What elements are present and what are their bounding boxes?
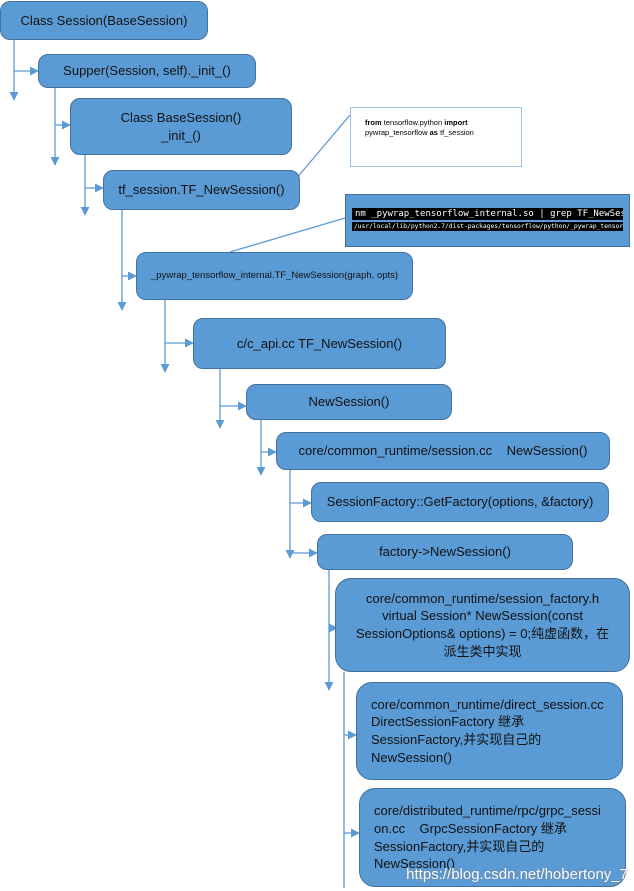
node-tf-session: tf_session.TF_NewSession()	[103, 170, 300, 210]
import-note: from tensorflow.python import pywrap_ten…	[350, 107, 522, 167]
node-label: Class BaseSession()	[120, 109, 242, 125]
callout-line	[289, 114, 351, 187]
node-factory-newsession: factory->NewSession()	[317, 534, 573, 570]
node-base-session: Class BaseSession() _init_()	[70, 98, 292, 155]
node-class-session: Class Session(BaseSession)	[0, 1, 208, 40]
keyword-from: from	[365, 118, 382, 127]
node-newsession: NewSession()	[246, 384, 452, 420]
node-session-cc: core/common_runtime/session.cc NewSessio…	[276, 432, 610, 470]
callout-line	[229, 217, 346, 253]
node-session-factory-h: core/common_runtime/session_factory.h vi…	[335, 578, 630, 672]
node-label: Supper(Session, self)._init_()	[63, 63, 231, 79]
node-grpc-session: core/distributed_runtime/rpc/grpc_sessi …	[359, 788, 626, 887]
node-label: NewSession()	[308, 394, 390, 410]
node-c-api: c/c_api.cc TF_NewSession()	[193, 318, 446, 369]
node-label: core/distributed_runtime/rpc/grpc_sessi	[374, 803, 601, 819]
node-label: tf_session.TF_NewSession()	[118, 182, 285, 198]
node-label: DirectSessionFactory 继承	[371, 714, 525, 730]
keyword-import: import	[444, 118, 468, 127]
node-label: Class Session(BaseSession)	[20, 12, 188, 28]
node-label: core/common_runtime/session_factory.h	[365, 590, 600, 606]
node-pywrap-newsession: _pywrap_tensorflow_internal.TF_NewSessio…	[136, 252, 413, 300]
node-label: core/common_runtime/direct_session.cc	[371, 696, 604, 712]
import-line-1: from tensorflow.python import	[365, 118, 507, 128]
node-get-factory: SessionFactory::GetFactory(options, &fac…	[311, 482, 609, 522]
import-name: pywrap_tensorflow	[365, 128, 428, 138]
node-label: _init_()	[161, 127, 201, 143]
node-direct-session: core/common_runtime/direct_session.cc Di…	[356, 682, 623, 780]
node-label: core/common_runtime/session.cc NewSessio…	[298, 443, 588, 459]
import-line-2: pywrap_tensorflow as tf_session	[365, 128, 507, 138]
node-label: SessionFactory,并实现自己的	[374, 838, 545, 854]
node-label: 派生类中实现	[443, 643, 522, 659]
node-label: factory->NewSession()	[379, 544, 511, 560]
node-label: virtual Session* NewSession(const	[382, 608, 583, 624]
watermark: https://blog.csdn.net/hobertony_7	[406, 866, 628, 883]
node-label: NewSession()	[371, 749, 452, 765]
node-label: NewSession()	[374, 856, 455, 872]
node-label: SessionFactory,并实现自己的	[371, 732, 542, 747]
module-name: tensorflow.python	[383, 118, 443, 127]
import-alias: tf_session	[440, 128, 474, 138]
node-label: on.cc GrpcSessionFactory 继承	[374, 820, 567, 836]
node-super-init: Supper(Session, self)._init_()	[38, 54, 256, 88]
keyword-as: as	[429, 128, 438, 138]
node-label: SessionFactory::GetFactory(options, &fac…	[326, 494, 594, 510]
node-label: c/c_api.cc TF_NewSession()	[236, 335, 403, 351]
terminal-screenshot: nm _pywrap_tensorflow_internal.so | grep…	[345, 194, 630, 247]
terminal-command: nm _pywrap_tensorflow_internal.so | grep…	[352, 208, 623, 220]
node-label: _pywrap_tensorflow_internal.TF_NewSessio…	[150, 269, 399, 281]
terminal-output: /usr/local/lib/python2.7/dist-packages/t…	[352, 222, 623, 231]
node-label: SessionOptions& options) = 0;纯虚函数，在	[355, 626, 610, 641]
